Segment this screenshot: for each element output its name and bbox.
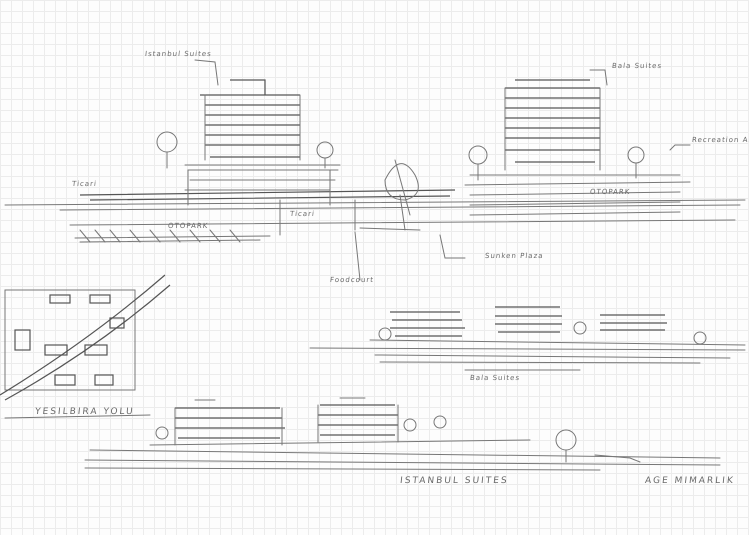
label-tower-right: Bala Suites: [611, 62, 663, 70]
label-tower-left: Istanbul Suites: [144, 50, 213, 58]
label-ticari-mid: Ticari: [289, 210, 316, 218]
left-tower: [156, 59, 356, 236]
elevation-large: [84, 397, 721, 471]
label-otopark-left: OTOPARK: [167, 222, 209, 230]
right-tower: [464, 69, 691, 216]
elevation-small: [309, 306, 746, 371]
label-commercial: Ticari: [71, 180, 98, 188]
label-otopark-right: OTOPARK: [589, 188, 631, 196]
section-ground: [4, 189, 746, 243]
label-elevation-caption: Bala Suites: [469, 374, 521, 382]
label-foodcourt: Foodcourt: [329, 276, 375, 284]
project-title: ISTANBUL SUITES: [399, 476, 510, 486]
label-sunken-plaza: Sunken Plaza: [484, 252, 544, 260]
site-plan: [0, 274, 171, 419]
plaza-tree: [354, 159, 466, 281]
label-road: YESILBIRA YOLU: [34, 407, 136, 417]
label-recreation: Recreation Area: [691, 136, 749, 144]
office-name: AGE MIMARLIK: [644, 476, 736, 486]
